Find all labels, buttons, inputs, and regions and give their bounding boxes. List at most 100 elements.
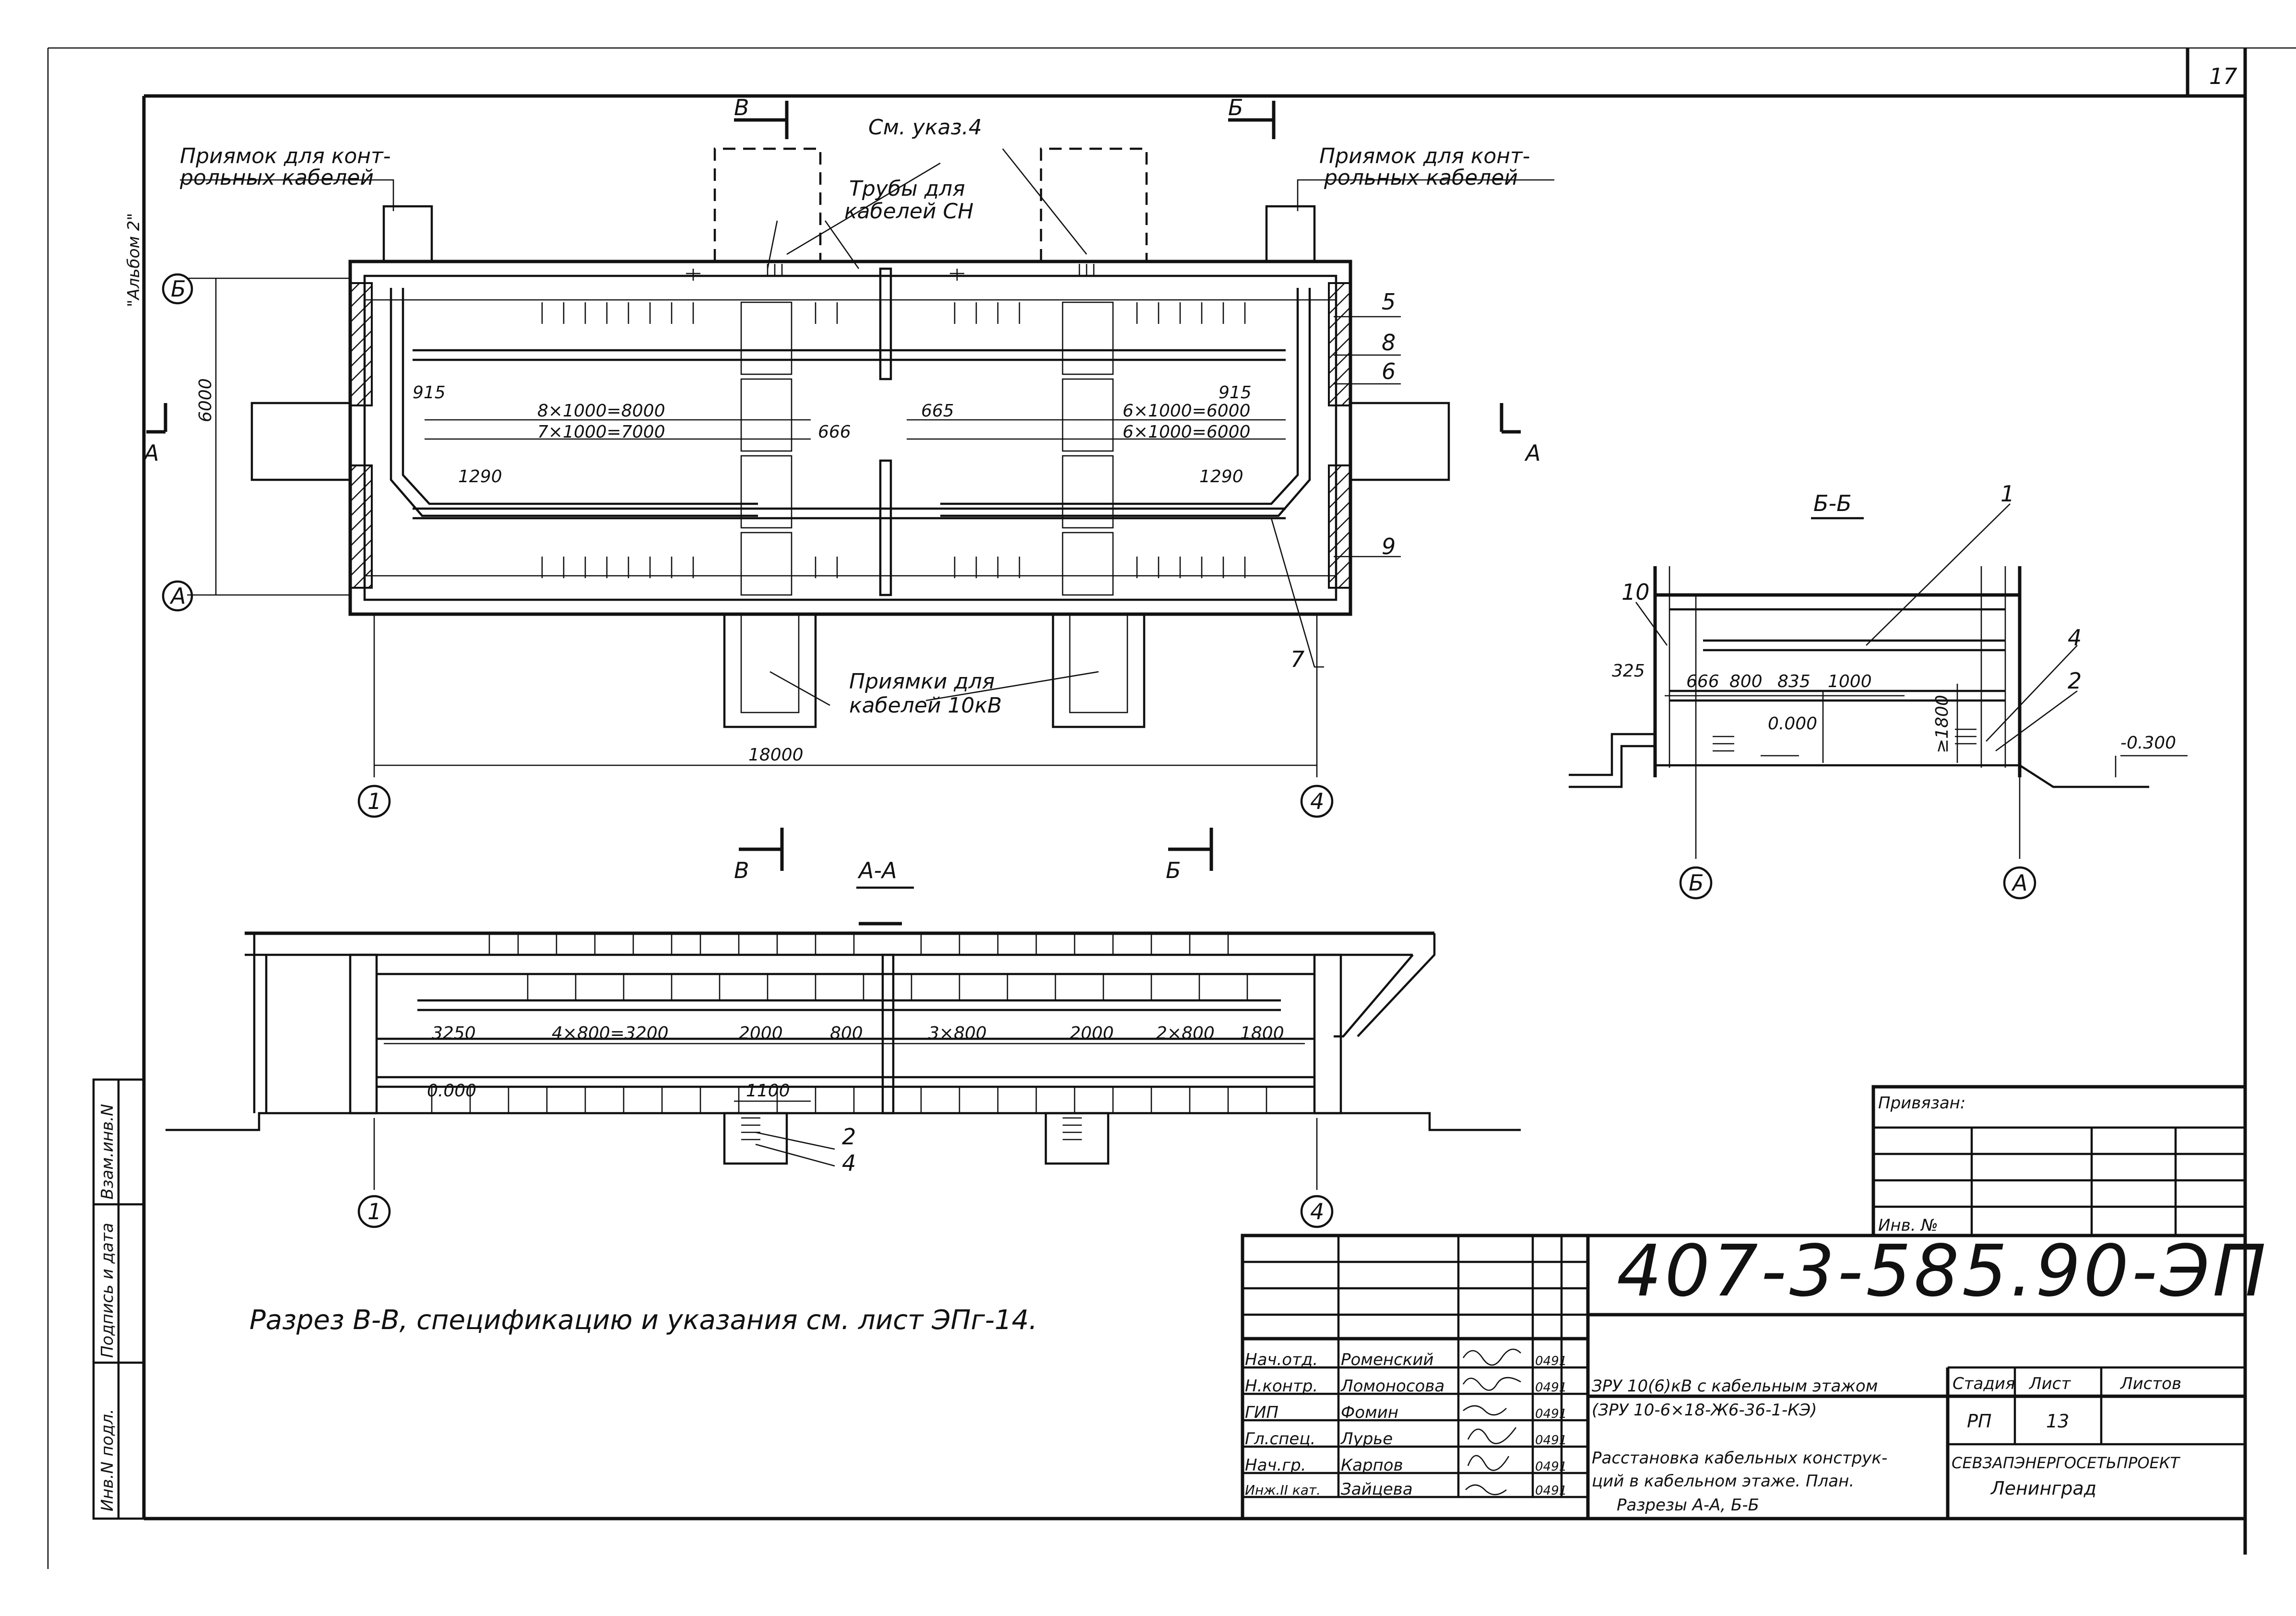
tb-name-5: Зайцева <box>1341 1480 1413 1499</box>
plan-dim-666: 666 <box>818 422 851 442</box>
section-aa-dim-6: 2×800 <box>1156 1023 1215 1043</box>
tb-date-1: 0491 <box>1535 1380 1567 1395</box>
plan-axis-a: А <box>169 583 186 609</box>
binding-label: Привязан: <box>1878 1093 1965 1113</box>
tb-name-2: Фомин <box>1341 1403 1398 1422</box>
tb-object-2: (ЗРУ 10-6×18-Ж6-36-1-КЭ) <box>1592 1401 1817 1420</box>
section-bb-axis-a: А <box>2011 870 2027 896</box>
tb-sheet-title-3: Разрезы А-А, Б-Б <box>1617 1496 1759 1515</box>
plan-pit-right-1: Приямок для конт- <box>1319 144 1530 168</box>
binding-inv-no: Инв. № <box>1878 1216 1938 1235</box>
section-bb-mark-2: 2 <box>2068 668 2082 694</box>
tb-object-1: ЗРУ 10(6)кВ с кабельным этажом <box>1592 1377 1878 1396</box>
signatures <box>1462 1348 1521 1496</box>
plan-dim-6000: 6000 <box>196 378 215 422</box>
tb-date-2: 0491 <box>1535 1407 1567 1421</box>
plan-dim-1290-r: 1290 <box>1199 467 1243 487</box>
section-aa-axis-4: 4 <box>1310 1199 1324 1224</box>
plan-pits-10kv-2: кабелей 10кВ <box>849 693 1002 718</box>
plan-dim-1290-l: 1290 <box>458 467 502 487</box>
plan-cut-b2-bottom: Б <box>1166 857 1181 883</box>
section-bb-dim-325: 325 <box>1612 661 1645 681</box>
section-aa-dim-0: 3250 <box>432 1023 476 1043</box>
tb-stage: РП <box>1967 1411 1992 1432</box>
plan-mark-8: 8 <box>1382 330 1396 356</box>
section-aa-axis-1: 1 <box>367 1199 381 1224</box>
tb-name-1: Ломоносова <box>1340 1377 1444 1396</box>
plan-pit-right-2: рольных кабелей <box>1324 166 1518 190</box>
side-album-label: "Альбом 2" <box>124 213 143 307</box>
plan-cut-b-bottom: В <box>734 857 749 883</box>
plan-dim-6x1000-b: 6×1000=6000 <box>1123 422 1250 442</box>
tb-date-3: 0491 <box>1535 1433 1567 1448</box>
section-aa-title: А-А <box>857 857 897 883</box>
tb-org-2: Ленинград <box>1990 1478 2096 1499</box>
tb-name-3: Лурье <box>1340 1429 1393 1449</box>
tb-date-4: 0491 <box>1535 1460 1567 1474</box>
section-aa-dim-5: 2000 <box>1070 1023 1114 1043</box>
section-bb-dim-666: 666 <box>1686 672 1719 691</box>
tb-sheet-title-1: Расстановка кабельных конструк- <box>1592 1449 1887 1468</box>
plan-dim-665: 665 <box>921 401 954 421</box>
plan-see-note: См. указ.4 <box>868 115 982 140</box>
plan-axis-1: 1 <box>367 788 381 814</box>
plan-mark-5: 5 <box>1382 289 1396 315</box>
section-aa-dim-2: 2000 <box>739 1023 783 1043</box>
plan-pit-left-1: Приямок для конт- <box>180 144 391 168</box>
section-bb-mark-4: 4 <box>2068 625 2082 651</box>
tb-stage-label: Стадия <box>1953 1374 2015 1393</box>
tb-name-4: Карпов <box>1341 1456 1403 1475</box>
plan-pipes-line2: кабелей СН <box>844 199 973 224</box>
section-bb-mark-1: 1 <box>2000 481 2014 507</box>
side-podpis: Подпись и дата <box>98 1223 117 1358</box>
side-inv-podl: Инв.N подл. <box>98 1409 117 1511</box>
section-bb <box>1569 503 2188 900</box>
section-aa-dim-7: 1800 <box>1240 1023 1284 1043</box>
plan-mark-6: 6 <box>1382 358 1396 384</box>
plan-cut-a-right: А <box>1524 440 1540 466</box>
section-bb-level-m300: -0.300 <box>2120 733 2176 753</box>
plan-mark-7: 7 <box>1290 646 1304 672</box>
section-aa-mark-4: 4 <box>842 1150 856 1176</box>
tb-role-0: Нач.отд. <box>1245 1350 1318 1369</box>
section-aa-dim-3: 800 <box>830 1023 863 1043</box>
plan-cut-a-left: А <box>142 440 159 466</box>
plan-dim-6x1000-a: 6×1000=6000 <box>1123 401 1250 421</box>
plan-dim-8x1000: 8×1000=8000 <box>537 401 665 421</box>
general-note: Разрез В-В, спецификацию и указания см. … <box>249 1305 1037 1336</box>
plan-axis-4: 4 <box>1310 788 1324 814</box>
tb-role-1: Н.контр. <box>1245 1377 1318 1396</box>
title-block <box>1241 1234 2247 1521</box>
plan-dim-915-r: 915 <box>1219 383 1252 403</box>
tb-sheet-title-2: ций в кабельном этаже. План. <box>1592 1472 1854 1491</box>
tb-role-4: Нач.гр. <box>1245 1456 1306 1475</box>
tb-role-2: ГИП <box>1245 1403 1278 1422</box>
tb-org-1: СЕВЗАПЭНЕРГОСЕТЬПРОЕКТ <box>1952 1454 2180 1472</box>
tb-role-3: Гл.спец. <box>1245 1429 1315 1449</box>
section-bb-dim-835: 835 <box>1777 672 1811 691</box>
section-bb-axis-b: Б <box>1689 870 1704 896</box>
tb-date-0: 0491 <box>1535 1354 1567 1368</box>
section-aa-dim-4: 3×800 <box>928 1023 987 1043</box>
side-vzam: Взам.инв.N <box>98 1104 117 1200</box>
section-bb-level-0: 0.000 <box>1768 714 1817 734</box>
section-bb-dim-1000: 1000 <box>1828 672 1872 691</box>
section-bb-mark-10: 10 <box>1621 579 1650 605</box>
tb-sheet: 13 <box>2046 1411 2069 1432</box>
tb-code: 407-3-585.90-ЭП 1 <box>1617 1230 2296 1312</box>
plan-pit-left-2: рольных кабелей <box>179 166 374 190</box>
plan-pits-10kv-1: Приямки для <box>849 669 994 694</box>
section-aa-dim-1100: 1100 <box>746 1081 790 1101</box>
tb-sheets-label: Листов <box>2119 1374 2181 1393</box>
sheet-number: 17 <box>2209 63 2237 89</box>
plan-view <box>146 101 1554 871</box>
plan-pipes-line1: Трубы для <box>849 177 965 201</box>
plan-dim-18000: 18000 <box>748 745 804 765</box>
plan-dim-915-l: 915 <box>413 383 446 403</box>
plan-axis-b: Б <box>171 276 186 302</box>
plan-cut-b2-top: Б <box>1228 95 1243 120</box>
section-aa-mark-2: 2 <box>842 1124 856 1150</box>
section-aa-level-0: 0.000 <box>427 1081 476 1101</box>
section-aa <box>166 886 1521 1228</box>
